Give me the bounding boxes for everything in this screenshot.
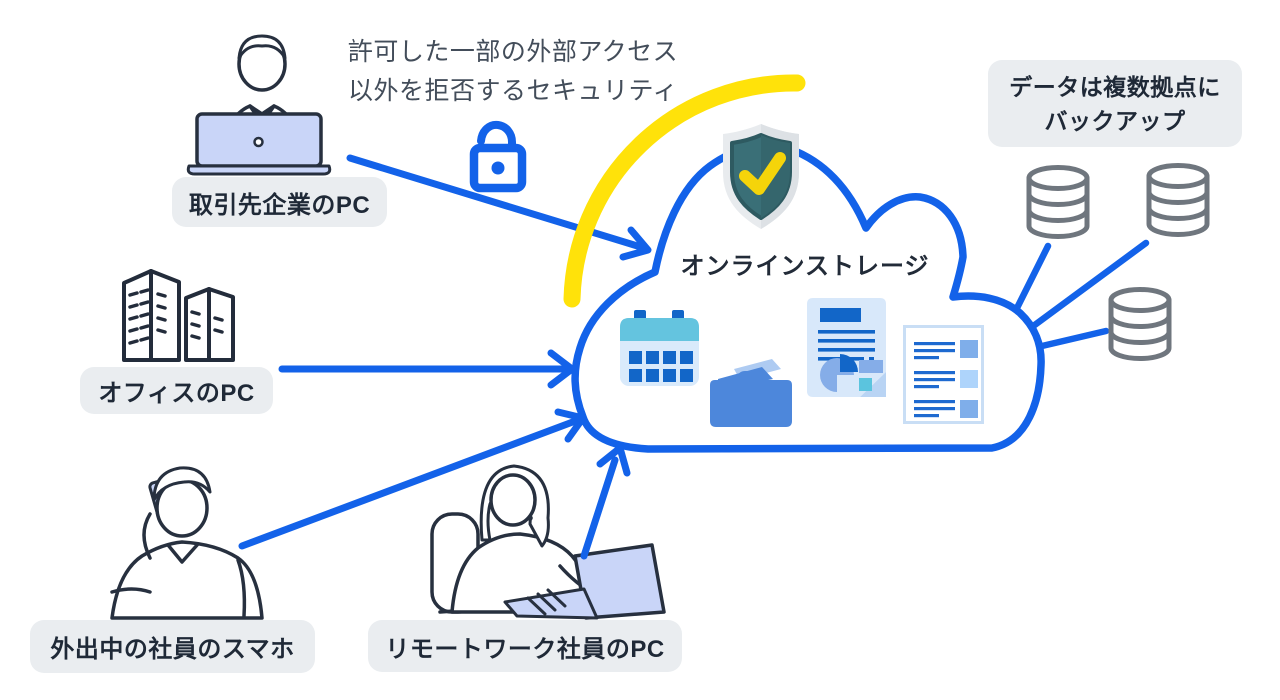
backup-line-3 <box>1038 327 1110 350</box>
cloud-title: オンラインストレージ <box>680 253 930 280</box>
security-note-line2: 以外を拒否するセキュリティ <box>347 77 678 105</box>
security-arc <box>563 74 806 308</box>
label-backup: データは複数拠点に バックアップ <box>988 60 1242 147</box>
mobile-person-illustration <box>110 466 264 620</box>
label-backup-line2: バックアップ <box>1044 107 1186 134</box>
pie-chart-glyph <box>820 354 858 392</box>
backup-lines <box>1012 239 1150 350</box>
database-icon-3 <box>1108 287 1172 361</box>
database-icon-2 <box>1146 163 1210 237</box>
label-remote-pc: リモートワーク社員のPC <box>368 620 682 672</box>
partner-person-illustration <box>186 34 332 176</box>
arrows <box>238 154 652 560</box>
remote-person-illustration <box>430 464 666 620</box>
laptop-icon <box>186 112 332 176</box>
calendar-icon <box>620 310 699 386</box>
label-office-pc: オフィスのPC <box>80 367 273 414</box>
arrow-partner-to-cloud <box>346 154 652 261</box>
folder-icon <box>710 359 792 427</box>
backup-line-2 <box>1028 239 1150 331</box>
report-document-icon <box>807 298 886 397</box>
database-icon-1 <box>1026 165 1090 239</box>
checklist-document-icon <box>903 325 984 424</box>
arrow-remote-to-cloud <box>580 444 631 560</box>
security-note-line1: 許可した一部の外部アクセス <box>347 38 679 66</box>
arrow-mobile-to-cloud <box>238 408 587 550</box>
office-buildings-icon <box>122 269 235 362</box>
label-mobile: 外出中の社員のスマホ <box>30 620 315 673</box>
label-partner-pc: 取引先企業のPC <box>172 177 387 227</box>
database-icons <box>1026 163 1210 361</box>
shield-check-icon <box>723 124 799 229</box>
label-backup-line1: データは複数拠点に <box>1009 73 1221 100</box>
open-lock-icon <box>469 120 527 193</box>
backup-line-1 <box>1012 242 1052 314</box>
security-note: 許可した一部の外部アクセス 以外を拒否するセキュリティ <box>338 33 688 111</box>
remote-laptop-icon <box>503 543 666 620</box>
arrow-office-to-cloud <box>278 349 576 389</box>
